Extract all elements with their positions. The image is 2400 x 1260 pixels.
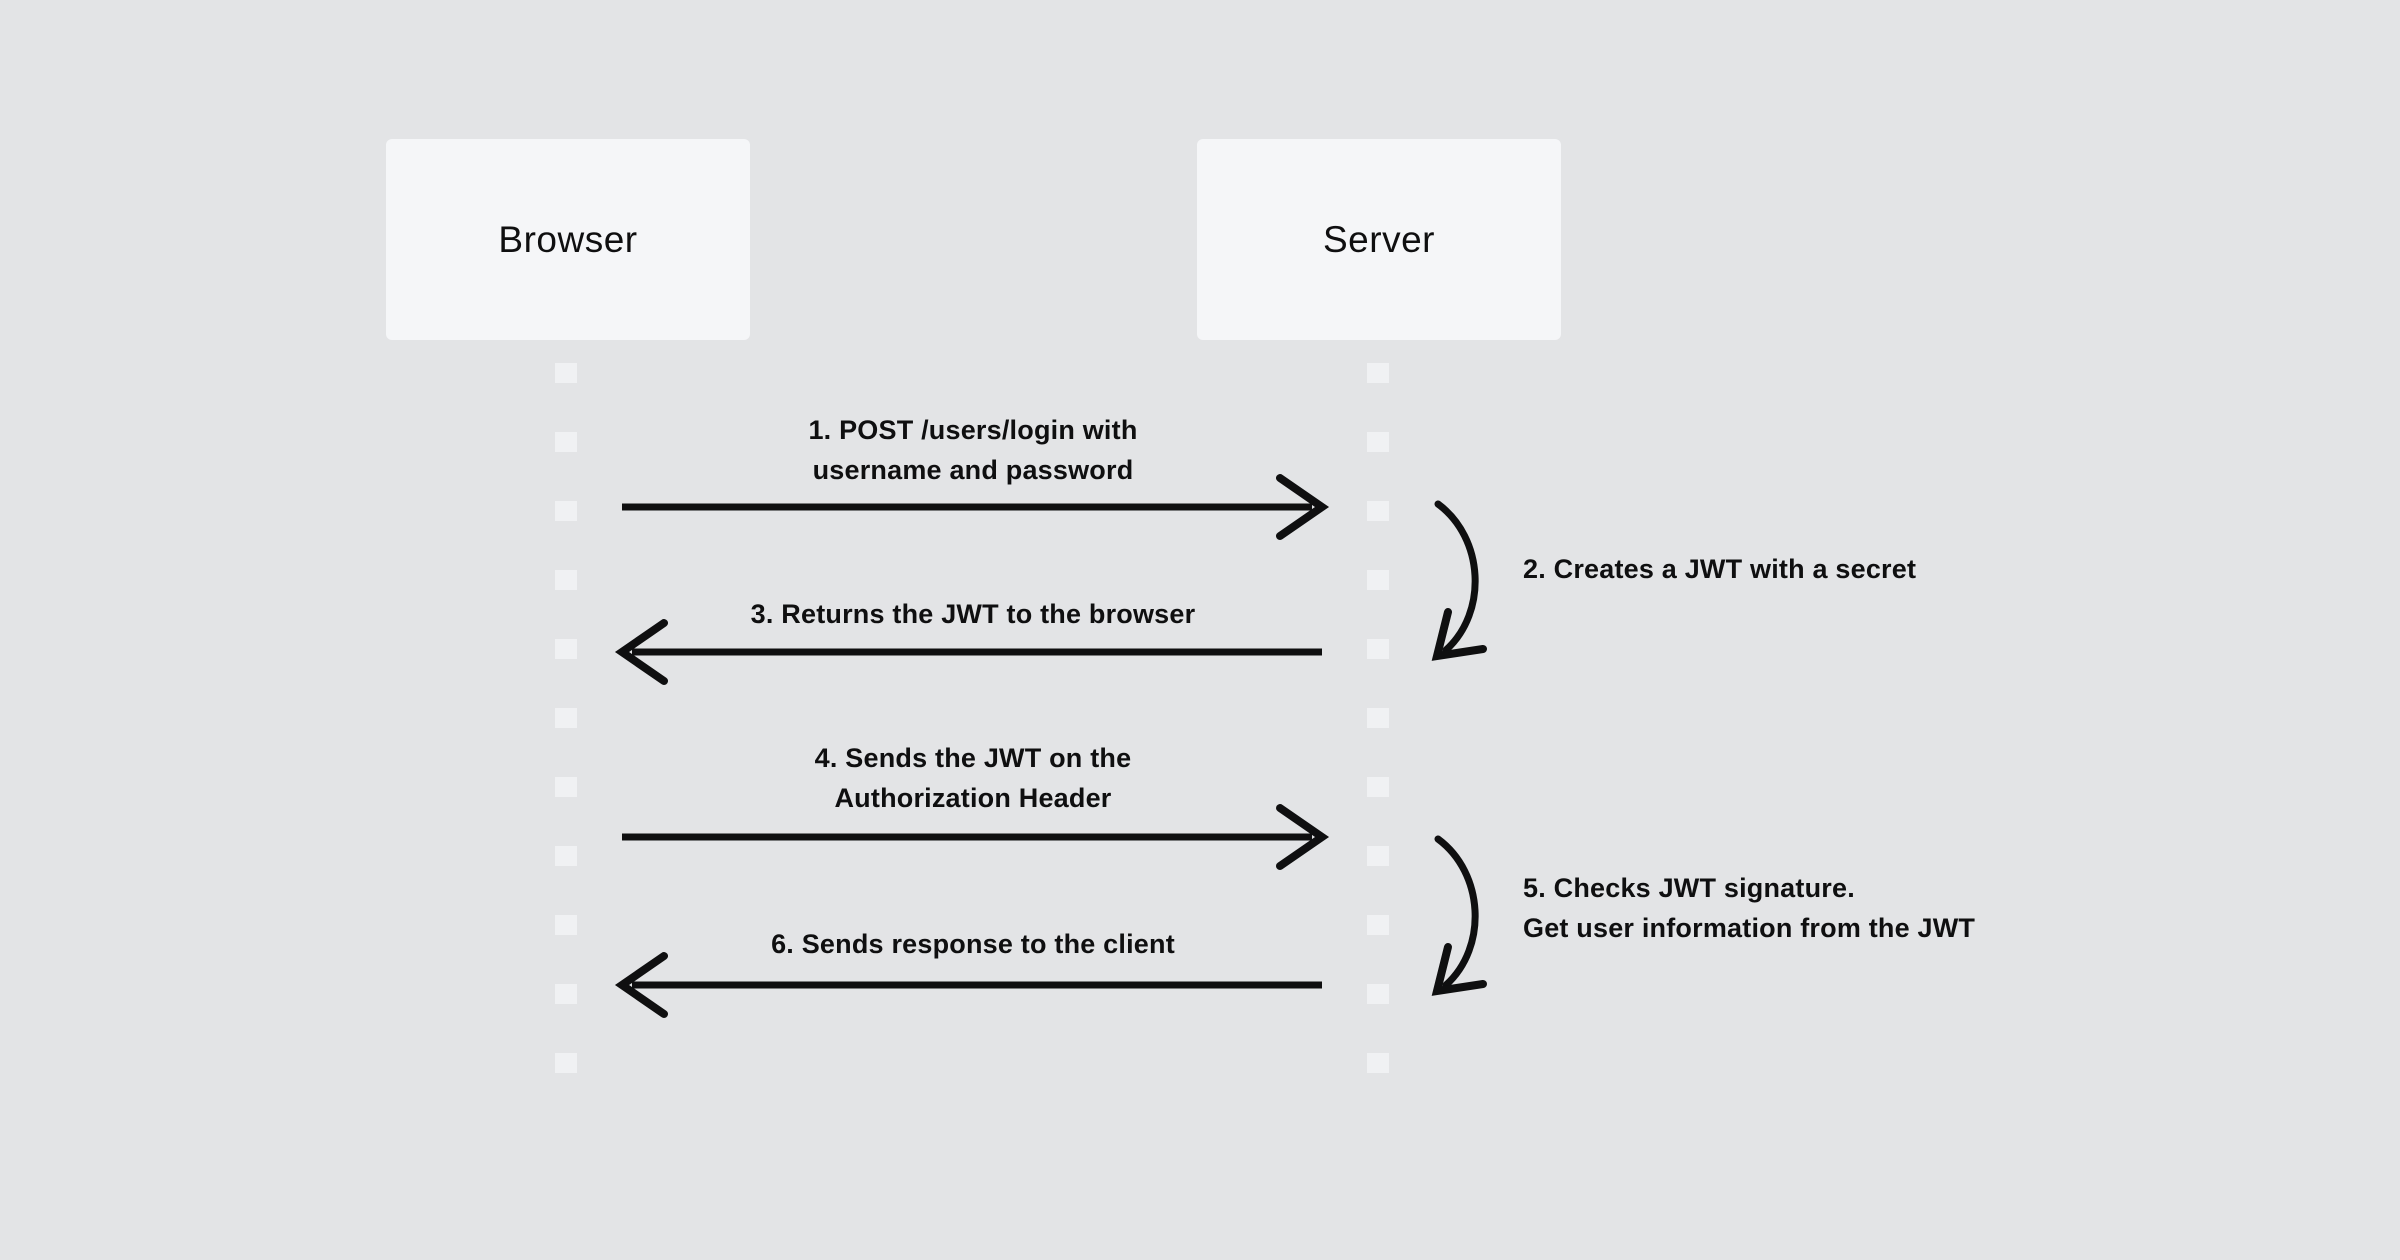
- message-label-4: 4. Sends the JWT on the Authorization He…: [814, 743, 1132, 813]
- message-label-2: 2. Creates a JWT with a secret: [1523, 554, 1917, 584]
- message-label-1: 1. POST /users/login with username and p…: [808, 415, 1138, 485]
- arrow-post-login: [622, 474, 1330, 540]
- actor-label-browser: Browser: [498, 218, 638, 260]
- message-label-3: 3. Returns the JWT to the browser: [750, 599, 1196, 629]
- arrow-send-jwt: [622, 804, 1330, 870]
- actor-box-server: Server: [1197, 139, 1561, 340]
- self-arrow-check-jwt: [1431, 835, 1487, 996]
- lifeline-server: [1367, 363, 1389, 1073]
- self-arrow-create-jwt: [1431, 500, 1487, 661]
- arrow-send-response: [614, 952, 1322, 1018]
- actor-label-server: Server: [1323, 218, 1435, 260]
- arrow-return-jwt: [614, 619, 1322, 685]
- actor-box-browser: Browser: [386, 139, 750, 340]
- lifeline-browser: [555, 363, 577, 1073]
- message-label-6: 6. Sends response to the client: [771, 929, 1175, 959]
- message-label-5: 5. Checks JWT signature. Get user inform…: [1523, 873, 1976, 943]
